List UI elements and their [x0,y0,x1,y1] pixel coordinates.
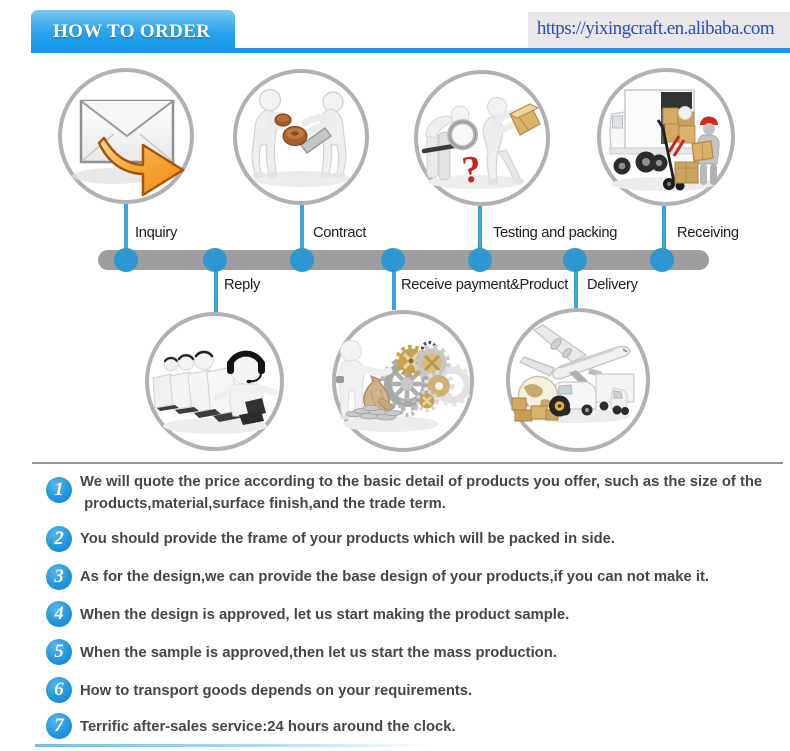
svg-text:?: ? [460,148,483,192]
